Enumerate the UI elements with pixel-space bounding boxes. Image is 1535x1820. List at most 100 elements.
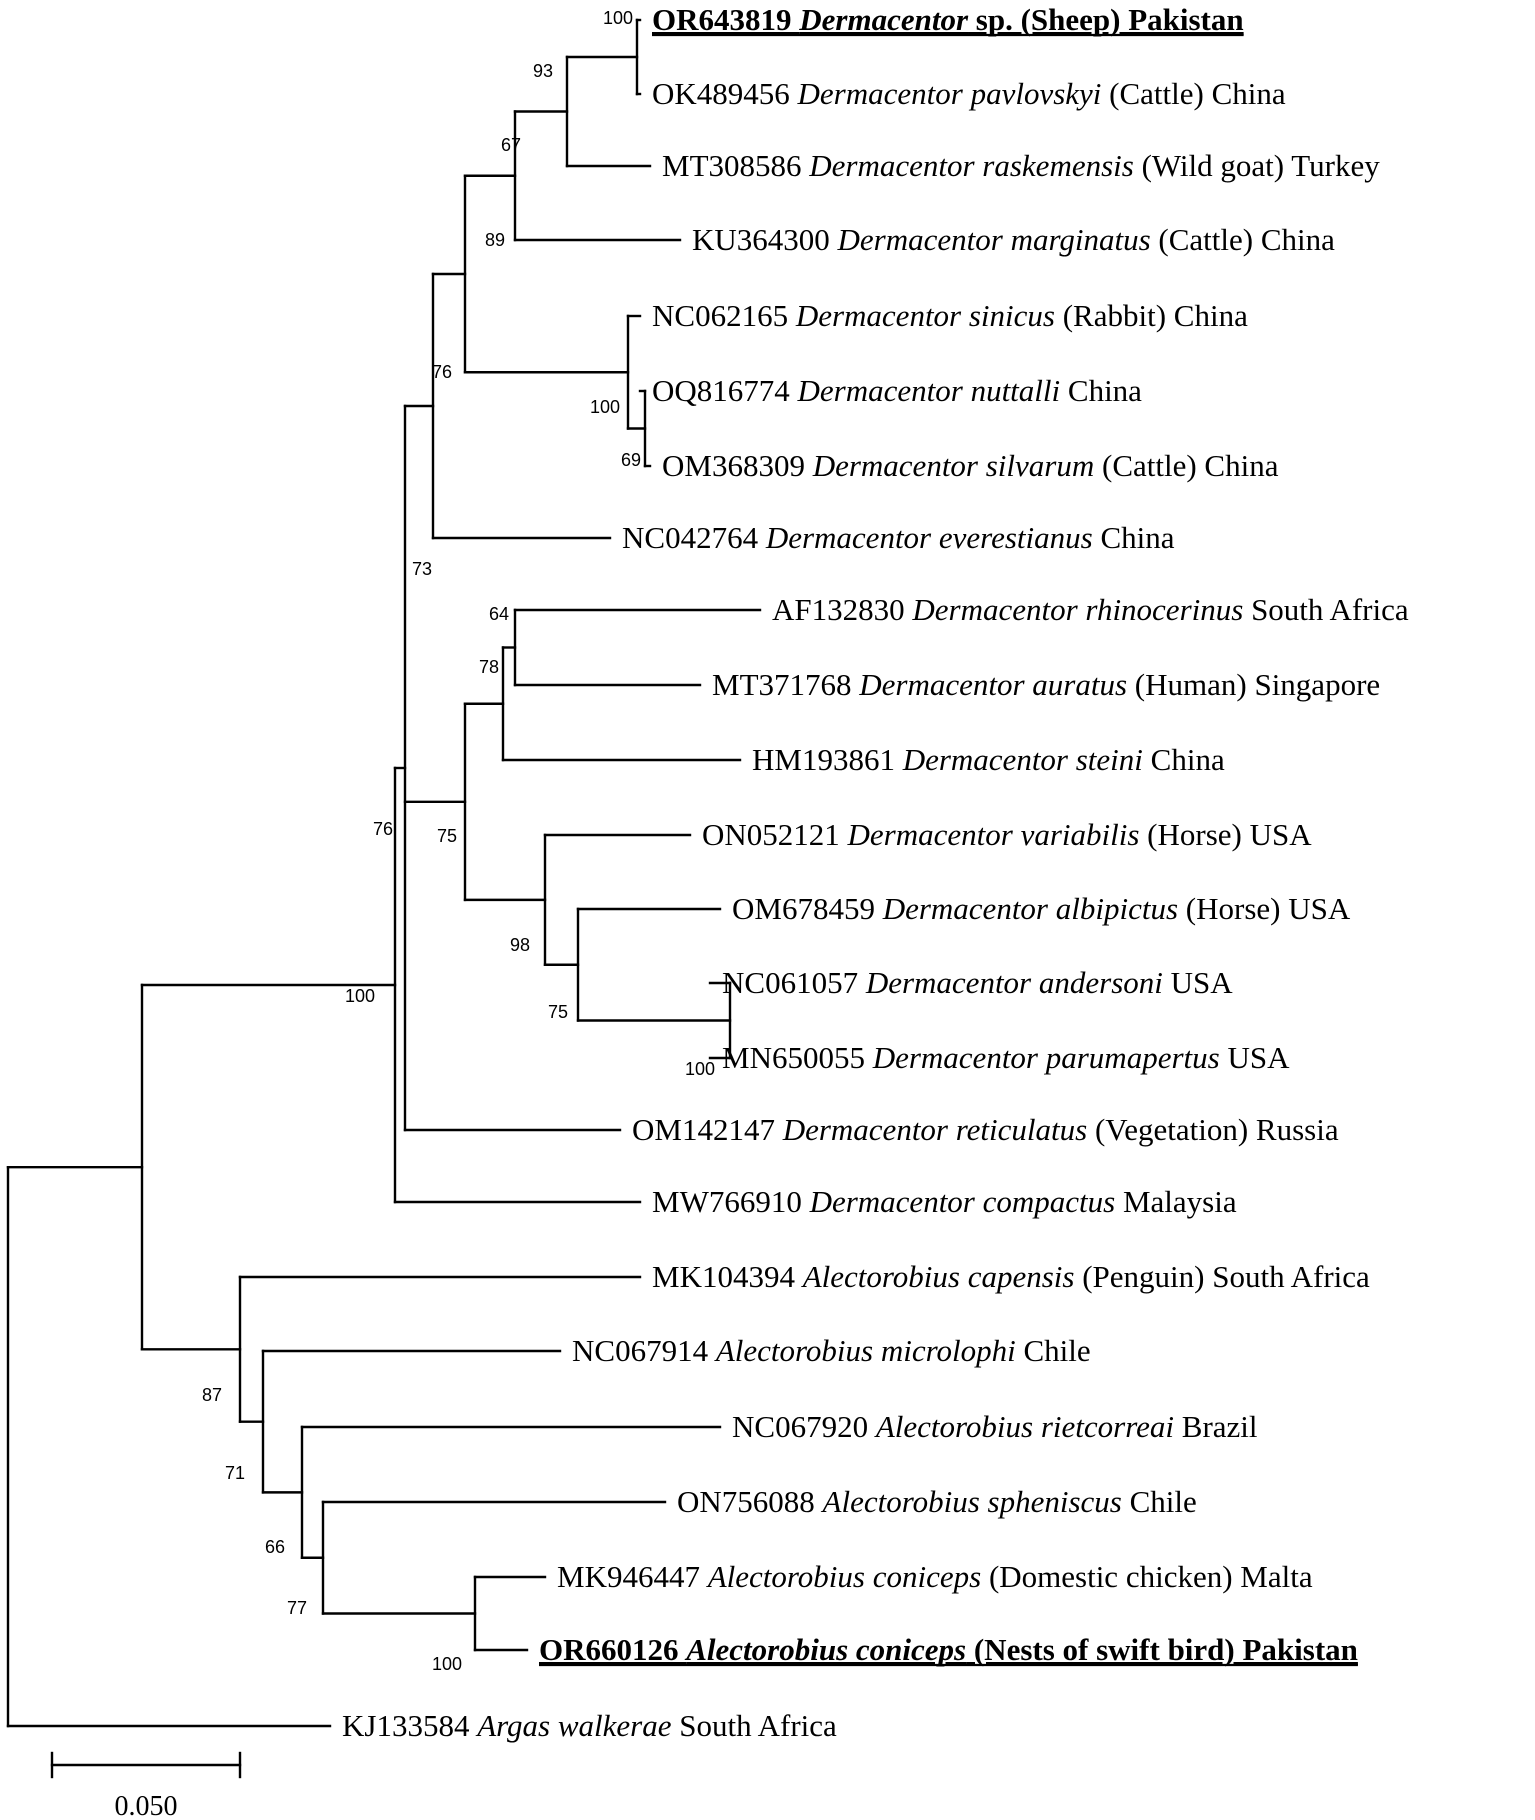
leaf-accession: AF132830: [772, 592, 912, 627]
bootstrap-n73: 73: [412, 559, 432, 579]
leaf-species: Dermacentor auratus: [858, 667, 1127, 702]
leaf-source: China: [1093, 520, 1175, 555]
leaf-label-nc062165: NC062165 Dermacentor sinicus (Rabbit) Ch…: [652, 298, 1248, 333]
leaf-label-oq816774: OQ816774 Dermacentor nuttalli China: [652, 373, 1142, 408]
bootstrap-n100c: 100: [590, 397, 620, 417]
leaf-accession: NC042764: [622, 520, 766, 555]
leaf-accession: OR643819: [652, 2, 799, 37]
leaf-species: Dermacentor steini: [902, 742, 1143, 777]
leaf-species: Dermacentor sinicus: [795, 298, 1055, 333]
leaf-source: (Horse) USA: [1139, 817, 1312, 852]
leaf-source: South Africa: [1243, 592, 1409, 627]
leaf-species: Dermacentor variabilis: [847, 817, 1140, 852]
leaf-labels: OR643819 Dermacentor sp. (Sheep) Pakista…: [342, 2, 1409, 1743]
leaf-source: (Vegetation) Russia: [1087, 1112, 1339, 1147]
scale-bar-label: 0.050: [115, 1791, 178, 1820]
bootstrap-n75b: 75: [548, 1002, 568, 1022]
bootstrap-values: 1009367691008976647810075987573761007766…: [202, 8, 715, 1674]
leaf-accession: KJ133584: [342, 1708, 477, 1743]
leaf-source: China: [1060, 373, 1142, 408]
leaf-accession: MW766910: [652, 1184, 810, 1219]
leaf-source: (Domestic chicken) Malta: [981, 1559, 1313, 1594]
leaf-species: Dermacentor reticulatus: [782, 1112, 1088, 1147]
leaf-accession: HM193861: [752, 742, 903, 777]
leaf-accession: ON052121: [702, 817, 848, 852]
bootstrap-n87: 87: [202, 1385, 222, 1405]
leaf-source: Malaysia: [1115, 1184, 1237, 1219]
leaf-label-nc067920: NC067920 Alectorobius rietcorreai Brazil: [732, 1409, 1258, 1444]
leaf-accession: NC067920: [732, 1409, 876, 1444]
leaf-accession: NC067914: [572, 1333, 716, 1368]
leaf-label-mt308586: MT308586 Dermacentor raskemensis (Wild g…: [662, 148, 1380, 183]
leaf-species: Argas walkerae: [475, 1708, 672, 1743]
leaf-species: Dermacentor parumapertus: [872, 1040, 1220, 1075]
leaf-species: Dermacentor: [798, 2, 969, 37]
leaf-species: Dermacentor andersoni: [865, 965, 1163, 1000]
leaf-species: Dermacentor silvarum: [812, 448, 1095, 483]
leaf-label-hm193861: HM193861 Dermacentor steini China: [752, 742, 1225, 777]
leaf-source: Chile: [1016, 1333, 1091, 1368]
bootstrap-n69: 69: [621, 450, 641, 470]
leaf-accession: NC062165: [652, 298, 796, 333]
bootstrap-n78: 78: [479, 657, 499, 677]
leaf-accession: OK489456: [652, 76, 798, 111]
leaf-source: (Nests of swift bird) Pakistan: [966, 1632, 1358, 1667]
leaf-source: China: [1143, 742, 1225, 777]
leaf-species: Alectorobius capensis: [801, 1259, 1075, 1294]
leaf-label-nc067914: NC067914 Alectorobius microlophi Chile: [572, 1333, 1091, 1368]
leaf-label-or660126: OR660126 Alectorobius coniceps (Nests of…: [539, 1632, 1358, 1667]
bootstrap-n100d: 100: [685, 1059, 715, 1079]
leaf-species: Dermacentor marginatus: [837, 222, 1151, 257]
leaf-label-mw766910: MW766910 Dermacentor compactus Malaysia: [652, 1184, 1237, 1219]
leaf-label-ok489456: OK489456 Dermacentor pavlovskyi (Cattle)…: [652, 76, 1286, 111]
leaf-accession: KU364300: [692, 222, 838, 257]
leaf-accession: MT371768: [712, 667, 859, 702]
leaf-label-mk946447: MK946447 Alectorobius coniceps (Domestic…: [557, 1559, 1313, 1594]
leaf-label-ku364300: KU364300 Dermacentor marginatus (Cattle)…: [692, 222, 1335, 257]
leaf-accession: MT308586: [662, 148, 809, 183]
leaf-source: (Wild goat) Turkey: [1134, 148, 1380, 183]
leaf-species: Dermacentor raskemensis: [808, 148, 1134, 183]
leaf-source: (Cattle) China: [1094, 448, 1278, 483]
bootstrap-n100e: 100: [432, 1654, 462, 1674]
leaf-species: Alectorobius spheniscus: [821, 1484, 1122, 1519]
leaf-accession: ON756088: [677, 1484, 823, 1519]
bootstrap-n98: 98: [510, 935, 530, 955]
leaf-label-or643819: OR643819 Dermacentor sp. (Sheep) Pakista…: [652, 2, 1244, 37]
leaf-source: (Penguin) South Africa: [1074, 1259, 1370, 1294]
leaf-label-om678459: OM678459 Dermacentor albipictus (Horse) …: [732, 891, 1351, 926]
leaf-source: Brazil: [1174, 1409, 1258, 1444]
leaf-label-kj133584: KJ133584 Argas walkerae South Africa: [342, 1708, 837, 1743]
leaf-accession: OQ816774: [652, 373, 798, 408]
leaf-source: Chile: [1122, 1484, 1197, 1519]
leaf-accession: OM678459: [732, 891, 883, 926]
leaf-label-nc042764: NC042764 Dermacentor everestianus China: [622, 520, 1175, 555]
leaf-species: Alectorobius microlophi: [714, 1333, 1016, 1368]
leaf-accession: OM142147: [632, 1112, 783, 1147]
bootstrap-n67: 67: [501, 135, 521, 155]
bootstrap-n77: 77: [287, 1598, 307, 1618]
bootstrap-n100b: 100: [603, 8, 633, 28]
bootstrap-n76b: 76: [432, 362, 452, 382]
leaf-source: sp. (Sheep) Pakistan: [968, 2, 1244, 37]
leaf-source: (Cattle) China: [1101, 76, 1285, 111]
leaf-species: Dermacentor compactus: [809, 1184, 1116, 1219]
scale-bar: 0.050: [50, 1751, 242, 1820]
bootstrap-n71: 71: [225, 1463, 245, 1483]
leaf-label-on052121: ON052121 Dermacentor variabilis (Horse) …: [702, 817, 1312, 852]
leaf-species: Dermacentor everestianus: [765, 520, 1093, 555]
leaf-label-on756088: ON756088 Alectorobius spheniscus Chile: [677, 1484, 1197, 1519]
leaf-label-af132830: AF132830 Dermacentor rhinocerinus South …: [772, 592, 1409, 627]
leaf-species: Alectorobius coniceps: [706, 1559, 981, 1594]
leaf-accession: MN650055: [722, 1040, 873, 1075]
leaf-accession: OR660126: [539, 1632, 686, 1667]
leaf-label-om368309: OM368309 Dermacentor silvarum (Cattle) C…: [662, 448, 1279, 483]
leaf-species: Alectorobius coniceps: [684, 1632, 966, 1667]
leaf-accession: MK104394: [652, 1259, 803, 1294]
leaf-species: Dermacentor albipictus: [882, 891, 1178, 926]
leaf-species: Dermacentor rhinocerinus: [911, 592, 1243, 627]
leaf-source: (Cattle) China: [1151, 222, 1335, 257]
leaf-accession: OM368309: [662, 448, 813, 483]
leaf-source: (Rabbit) China: [1055, 298, 1248, 333]
